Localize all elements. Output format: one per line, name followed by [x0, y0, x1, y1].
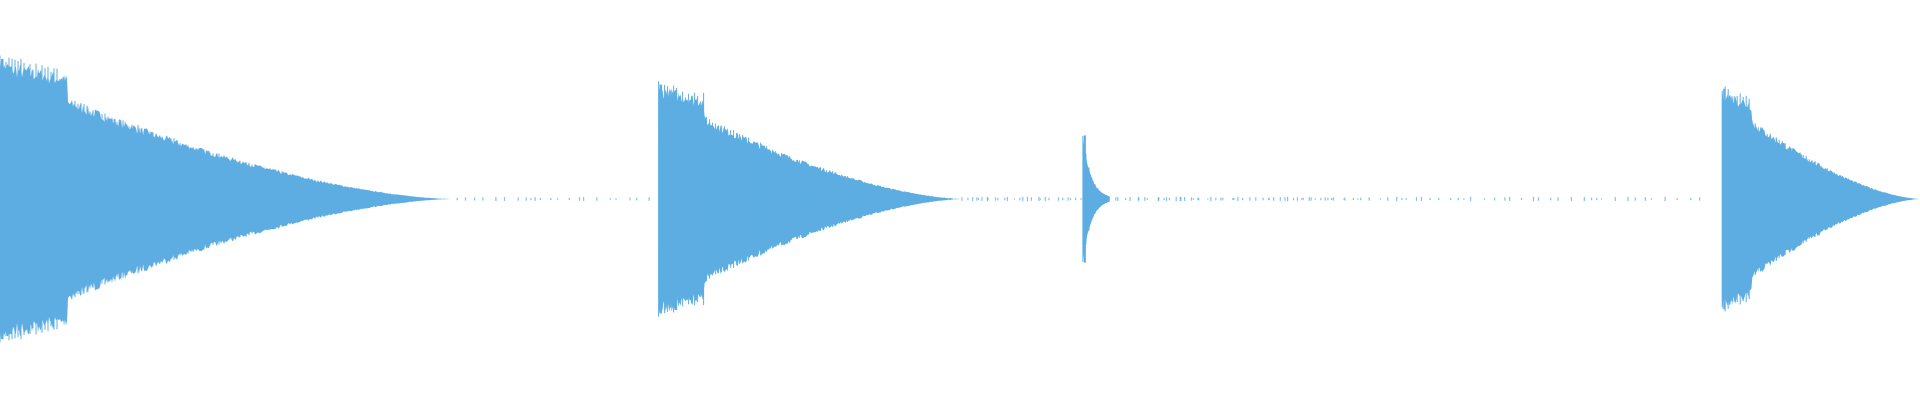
note-3-spikes	[1082, 136, 1108, 262]
waveform-notes	[0, 55, 1920, 343]
note-2-envelope	[658, 87, 962, 313]
note-2-spikes	[658, 81, 960, 317]
note-3-tail	[1115, 196, 1701, 202]
note-4-spikes	[1721, 86, 1918, 312]
note-1-envelope	[0, 60, 452, 341]
note-1-spikes	[0, 55, 448, 343]
note-3-envelope	[1082, 138, 1110, 261]
